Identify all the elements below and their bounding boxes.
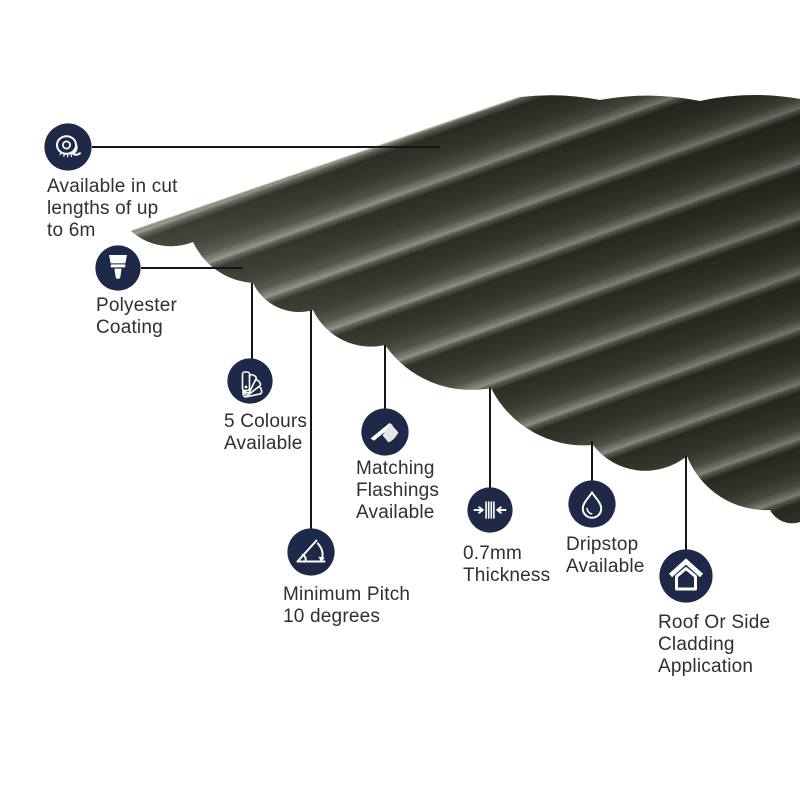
connector-line-cut-lengths <box>92 146 440 148</box>
connector-line-colours <box>251 283 253 359</box>
feature-label-dripstop: Dripstop Available <box>566 534 645 578</box>
label-line: to 6m <box>47 220 96 241</box>
house-icon <box>659 549 713 603</box>
paint-brush-icon <box>95 245 141 291</box>
connector-line-dripstop <box>591 441 593 481</box>
label-line: lengths of up <box>47 198 159 219</box>
label-line: 0.7mm <box>463 543 523 564</box>
label-line: Thickness <box>463 565 551 586</box>
connector-line-flashings <box>384 345 386 409</box>
label-line: 10 degrees <box>283 606 381 627</box>
pitch-angle-icon <box>287 528 335 576</box>
connector-line-polyester <box>141 267 243 269</box>
feature-label-cut-lengths: Available in cut lengths of up to 6m <box>47 176 178 242</box>
water-droplet-icon <box>568 480 616 528</box>
label-line: Available <box>356 502 435 523</box>
thickness-arrows-icon <box>467 487 513 533</box>
label-line: Coating <box>96 317 163 338</box>
connector-line-pitch <box>310 310 312 529</box>
feature-label-flashings: Matching Flashings Available <box>356 458 439 524</box>
feature-label-cladding: Roof Or Side Cladding Application <box>658 612 770 678</box>
label-line: Flashings <box>356 480 440 501</box>
feature-label-polyester: Polyester Coating <box>96 295 177 339</box>
label-line: 5 Colours <box>224 411 308 432</box>
label-line: Polyester <box>96 295 178 316</box>
connector-line-cladding <box>685 456 687 550</box>
label-line: Available <box>566 556 645 577</box>
label-line: Available in cut <box>47 176 178 197</box>
label-line: Cladding <box>658 634 735 655</box>
label-line: Roof Or Side <box>658 612 771 633</box>
label-line: Available <box>224 433 303 454</box>
feature-label-thickness: 0.7mm Thickness <box>463 543 550 587</box>
label-line: Minimum Pitch <box>283 584 411 605</box>
feature-label-pitch: Minimum Pitch 10 degrees <box>283 584 410 628</box>
label-line: Matching <box>356 458 435 479</box>
feature-label-colours: 5 Colours Available <box>224 411 307 455</box>
flashing-icon <box>361 408 409 456</box>
tape-measure-icon <box>44 123 92 171</box>
colour-swatch-fan-icon <box>227 358 273 404</box>
connector-line-thickness <box>489 388 491 488</box>
label-line: Application <box>658 656 754 677</box>
label-line: Dripstop <box>566 534 639 555</box>
